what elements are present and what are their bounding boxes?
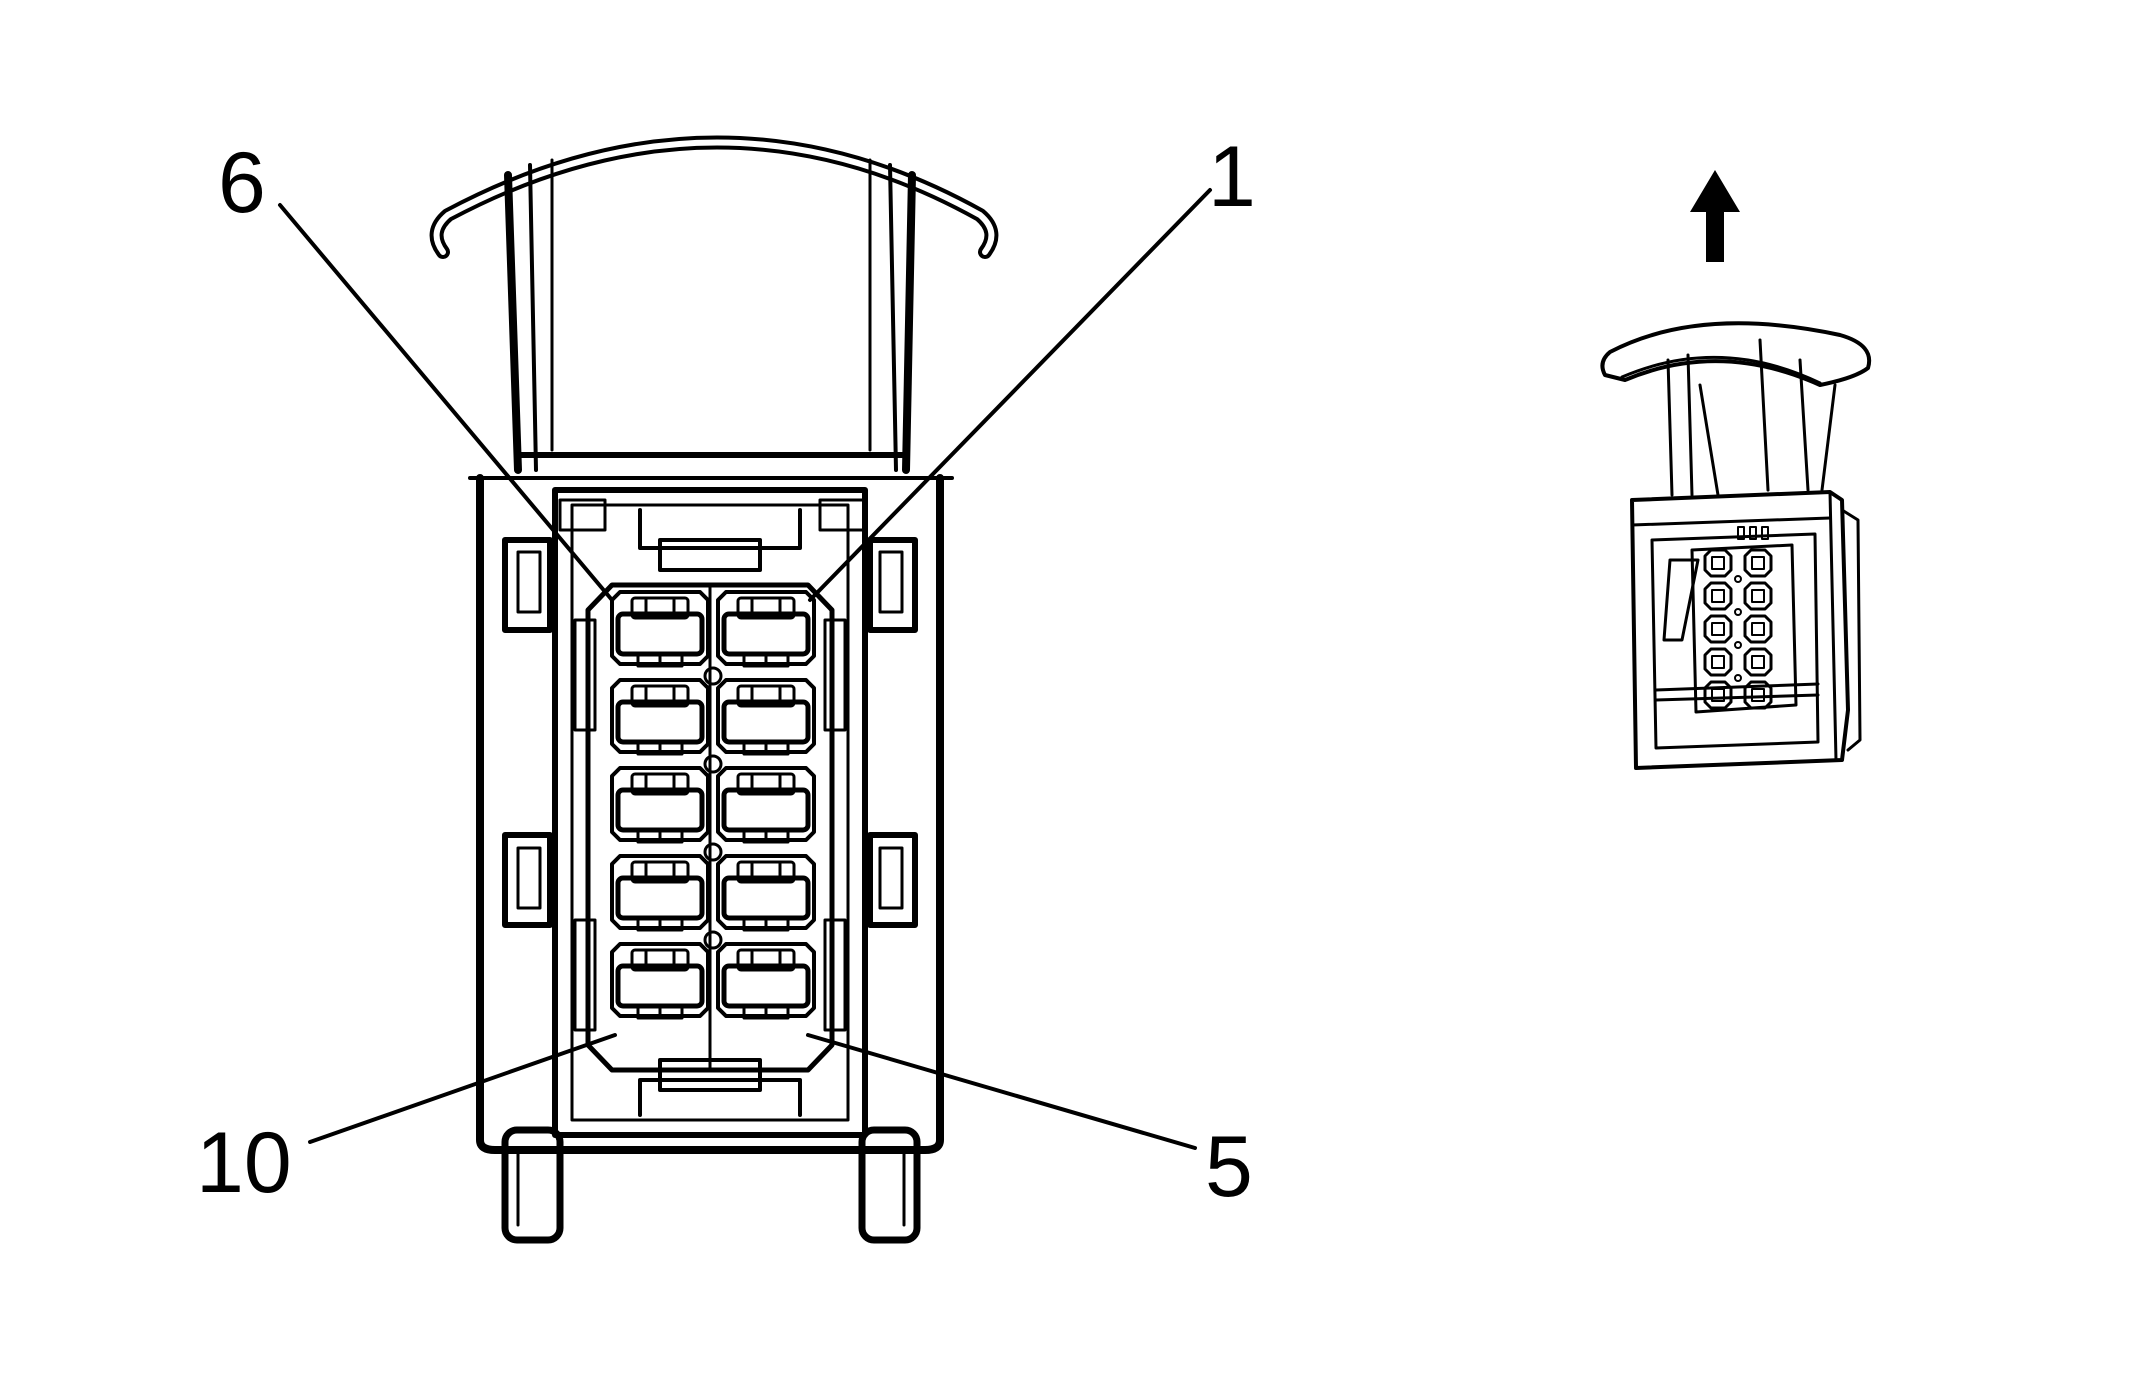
terminal-cavity: [716, 942, 816, 1020]
inset-cavity: [1743, 647, 1773, 677]
inset-cavity: [1743, 614, 1773, 644]
terminal-cavity: [716, 854, 816, 932]
arrow-up-icon: [1690, 170, 1740, 262]
center-post: [703, 930, 723, 950]
inset-center-post: [1734, 641, 1742, 649]
callout-label-6: 6: [218, 135, 266, 231]
terminal-cavity: [610, 678, 710, 756]
inset-cavity: [1703, 647, 1733, 677]
inset-cavity: [1743, 548, 1773, 578]
terminal-cavity: [610, 590, 710, 668]
terminal-cavity: [716, 678, 816, 756]
connector-face-view-icon: [429, 135, 999, 1244]
inset-cavity: [1703, 680, 1733, 710]
center-post: [703, 842, 723, 862]
callout-label-5: 5: [1205, 1119, 1253, 1215]
leader-line-10: [308, 1033, 617, 1144]
inset-center-post: [1734, 674, 1742, 682]
leader-line-1: [808, 188, 1212, 602]
inset-cavity: [1743, 581, 1773, 611]
inset-center-post: [1734, 575, 1742, 583]
center-post: [703, 754, 723, 774]
inset-cavity: [1703, 614, 1733, 644]
terminal-cavity: [716, 766, 816, 844]
terminal-cavity: [716, 590, 816, 668]
terminal-cavity: [610, 942, 710, 1020]
inset-cavity: [1743, 680, 1773, 710]
leader-line-5: [806, 1033, 1197, 1150]
inset-cavity: [1703, 548, 1733, 578]
connector-perspective-icon: [1600, 321, 1872, 770]
inset-cavity: [1703, 581, 1733, 611]
callout-label-1: 1: [1208, 129, 1256, 225]
leader-line-6: [278, 203, 614, 602]
inset-center-post: [1734, 608, 1742, 616]
center-post: [703, 666, 723, 686]
terminal-cavity: [610, 766, 710, 844]
terminal-cavity: [610, 854, 710, 932]
callout-label-10: 10: [196, 1115, 292, 1211]
